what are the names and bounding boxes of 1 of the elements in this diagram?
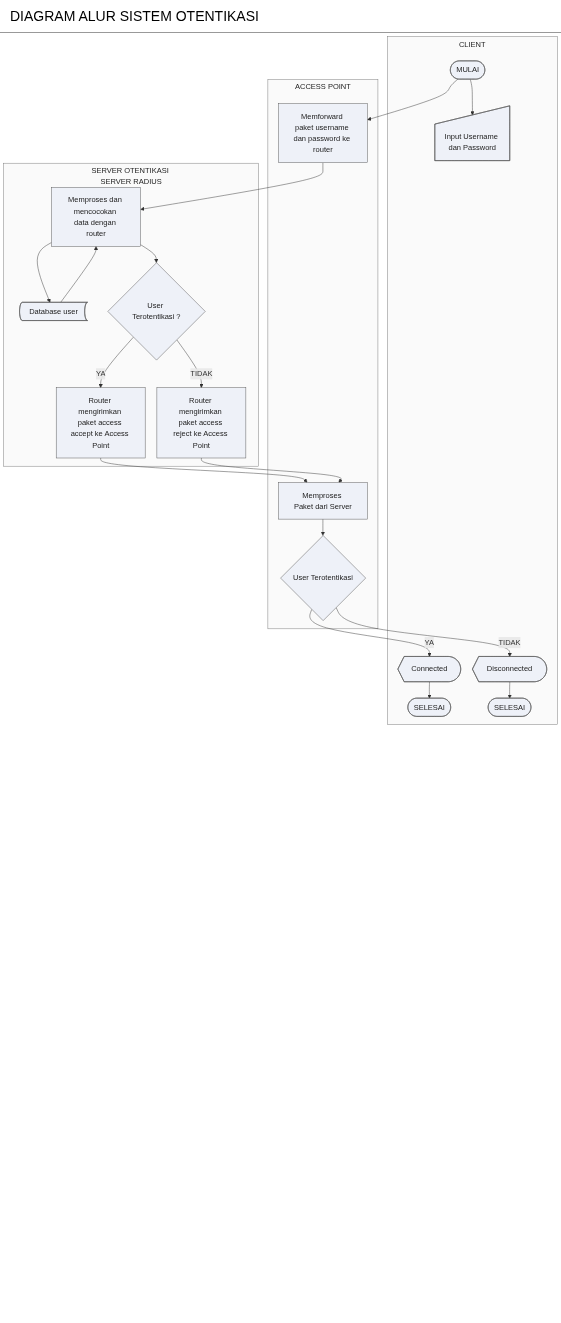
diagram-title: DIAGRAM ALUR SISTEM OTENTIKASI bbox=[0, 0, 561, 33]
